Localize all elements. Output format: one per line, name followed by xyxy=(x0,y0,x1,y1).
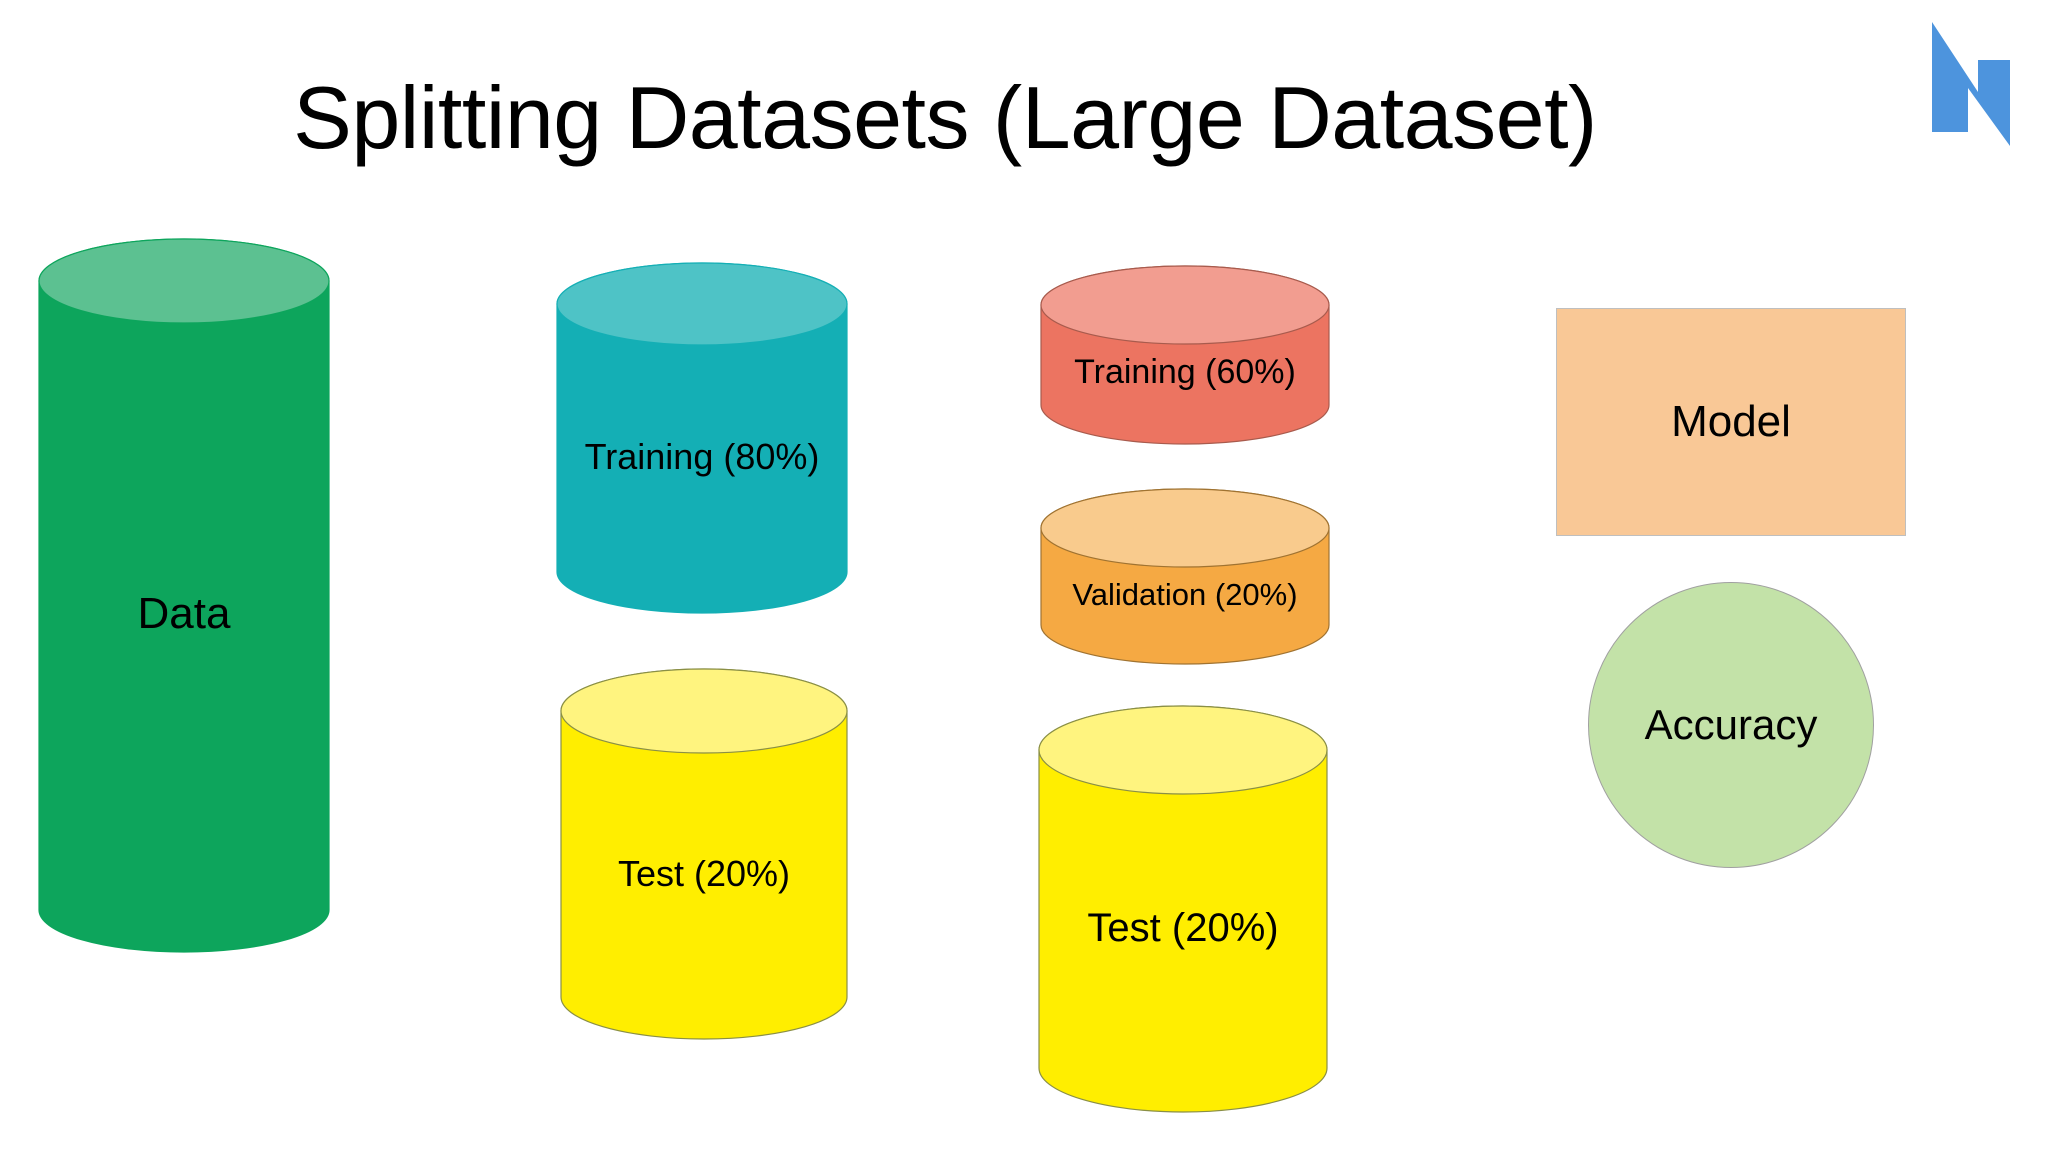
page-title: Splitting Datasets (Large Dataset) xyxy=(293,68,1597,167)
training-60-cylinder-graphic xyxy=(1040,265,1330,445)
model-box[interactable]: Model xyxy=(1556,308,1906,536)
accuracy-circle-label: Accuracy xyxy=(1644,701,1818,748)
test-20-cylinder-left-graphic xyxy=(560,668,848,1040)
validation-20-cylinder[interactable]: Validation (20%) xyxy=(1040,488,1330,665)
accuracy-circle[interactable]: Accuracy xyxy=(1588,582,1874,868)
training-60-cylinder[interactable]: Training (60%) xyxy=(1040,265,1330,445)
model-box-label: Model xyxy=(1671,397,1791,446)
brand-n-logo-icon xyxy=(1928,14,2014,154)
training-80-cylinder[interactable]: Training (80%) xyxy=(556,262,848,614)
validation-20-cylinder-graphic xyxy=(1040,488,1330,665)
test-20-cylinder-right[interactable]: Test (20%) xyxy=(1038,705,1328,1113)
training-80-cylinder-graphic xyxy=(556,262,848,614)
test-20-cylinder-left[interactable]: Test (20%) xyxy=(560,668,848,1040)
data-cylinder[interactable]: Data xyxy=(38,238,330,953)
data-cylinder-graphic xyxy=(38,238,330,953)
test-20-cylinder-right-graphic xyxy=(1038,705,1328,1113)
